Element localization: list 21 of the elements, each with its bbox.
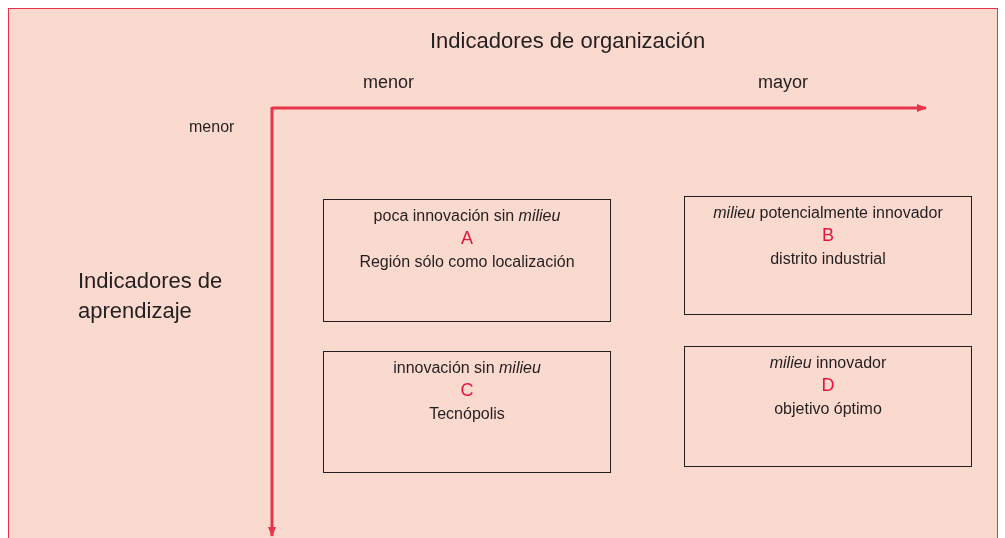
quadrant-letter: D [820, 374, 836, 397]
quadrant-letter: B [821, 224, 835, 247]
quadrant-letter: C [459, 379, 475, 402]
quadrant-text: innovación sin milieu [392, 358, 542, 378]
axis-title: Indicadores de organización [430, 28, 706, 54]
quadrant-text: Región sólo como localización [358, 252, 576, 272]
quadrant-box [323, 351, 611, 473]
scale-label: menor [363, 72, 415, 93]
quadrant-text: milieu innovador [768, 353, 888, 373]
quadrant-box [323, 199, 611, 322]
quadrant-box [684, 196, 972, 315]
scale-label: mayor [758, 72, 808, 93]
quadrant-text: distrito industrial [769, 249, 887, 269]
quadrant-box [684, 346, 972, 467]
scale-label: menor [189, 118, 235, 136]
quadrant-text: objetivo óptimo [773, 399, 883, 419]
quadrant-text: milieu potencialmente innovador [712, 203, 944, 223]
axis-title: Indicadores de aprendizaje [78, 267, 224, 325]
quadrant-text: Tecnópolis [428, 404, 506, 424]
quadrant-letter: A [460, 227, 474, 250]
quadrant-text: poca innovación sin milieu [372, 206, 562, 226]
